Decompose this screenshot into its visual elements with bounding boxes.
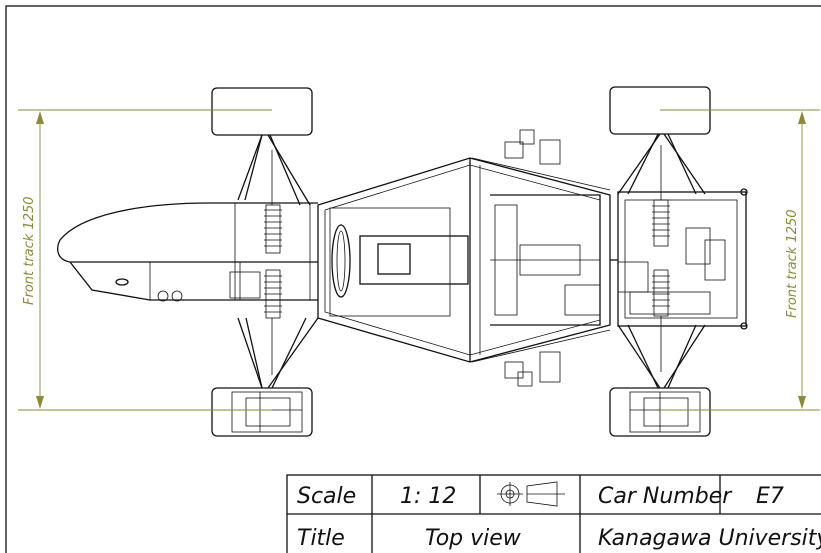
dimension-left: Front track 1250	[18, 109, 272, 411]
suspension-arms	[237, 133, 706, 389]
third-angle-projection-icon	[497, 481, 565, 507]
dimension-left-label: Front track 1250	[22, 196, 37, 305]
wheel-front-right	[609, 86, 711, 135]
rear-frame	[610, 188, 748, 330]
title-label: Title	[297, 526, 345, 551]
dimension-right-label: Front track 1250	[785, 209, 800, 318]
drawing-border	[5, 5, 821, 553]
title-block: Scale 1: 12 Car Number E7 Title Top view…	[286, 474, 821, 553]
title-value: Top view	[425, 526, 522, 551]
organization: Kanagawa University	[598, 526, 821, 551]
chassis-frame	[317, 157, 611, 363]
nose-cone	[57, 202, 318, 302]
springs	[264, 145, 670, 375]
scale-value: 1: 12	[400, 484, 456, 509]
car-number-value: E7	[756, 484, 784, 509]
scale-label: Scale	[297, 484, 356, 509]
car-number-label: Car Number	[598, 484, 733, 509]
wheel-front-left	[211, 87, 313, 136]
side-details	[471, 129, 611, 387]
dimension-right: Front track 1250	[660, 109, 820, 411]
wheel-rear-left	[211, 387, 313, 437]
